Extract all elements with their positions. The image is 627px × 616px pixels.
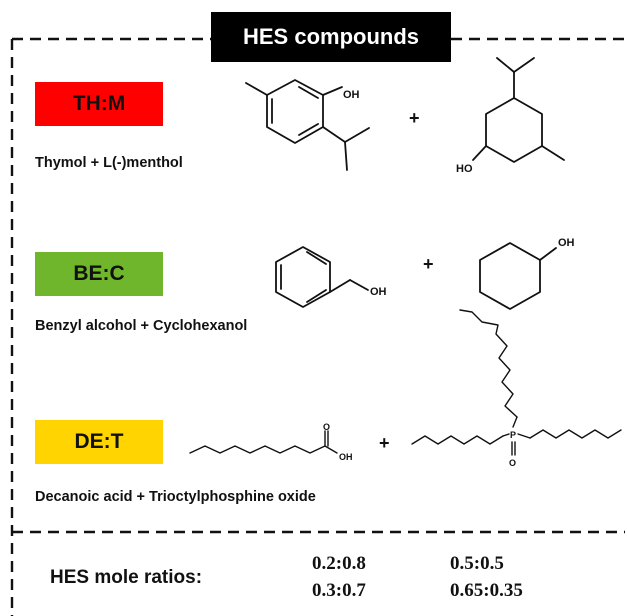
oh-label: OH xyxy=(343,89,360,101)
ratios-label: HES mole ratios: xyxy=(50,567,203,588)
topo-structure: P O xyxy=(411,309,622,468)
p-label: P xyxy=(510,430,516,440)
ho-label: HO xyxy=(456,163,473,175)
o-label: O xyxy=(509,458,516,468)
caption-det: Decanoic acid + Trioctylphosphine oxide xyxy=(35,489,316,505)
decanoic-acid-structure: O OH xyxy=(189,422,353,462)
o-label: O xyxy=(323,422,330,432)
oh-label: OH xyxy=(370,286,387,298)
oh-label: OH xyxy=(339,452,353,462)
caption-bec: Benzyl alcohol + Cyclohexanol xyxy=(35,318,248,334)
plus-sign: + xyxy=(409,108,420,128)
benzyl-alcohol-structure: OH xyxy=(275,246,387,308)
thymol-structure: OH xyxy=(245,79,370,171)
oh-label: OH xyxy=(558,237,575,249)
caption-thm: Thymol + L(-)menthol xyxy=(35,155,183,171)
tag-det: DE:T xyxy=(35,420,163,464)
ratio-value: 0.5:0.5 xyxy=(450,553,504,574)
plus-sign: + xyxy=(423,254,434,274)
tag-thm: TH:M xyxy=(35,82,163,126)
tag-bec: BE:C xyxy=(35,252,163,296)
ratio-value: 0.65:0.35 xyxy=(450,580,523,601)
ratio-value: 0.3:0.7 xyxy=(312,580,366,601)
title-box: HES compounds xyxy=(211,12,451,62)
menthol-structure: HO xyxy=(456,57,565,175)
plus-sign: + xyxy=(379,433,390,453)
cyclohexanol-structure: OH xyxy=(479,237,575,310)
ratio-value: 0.2:0.8 xyxy=(312,553,366,574)
